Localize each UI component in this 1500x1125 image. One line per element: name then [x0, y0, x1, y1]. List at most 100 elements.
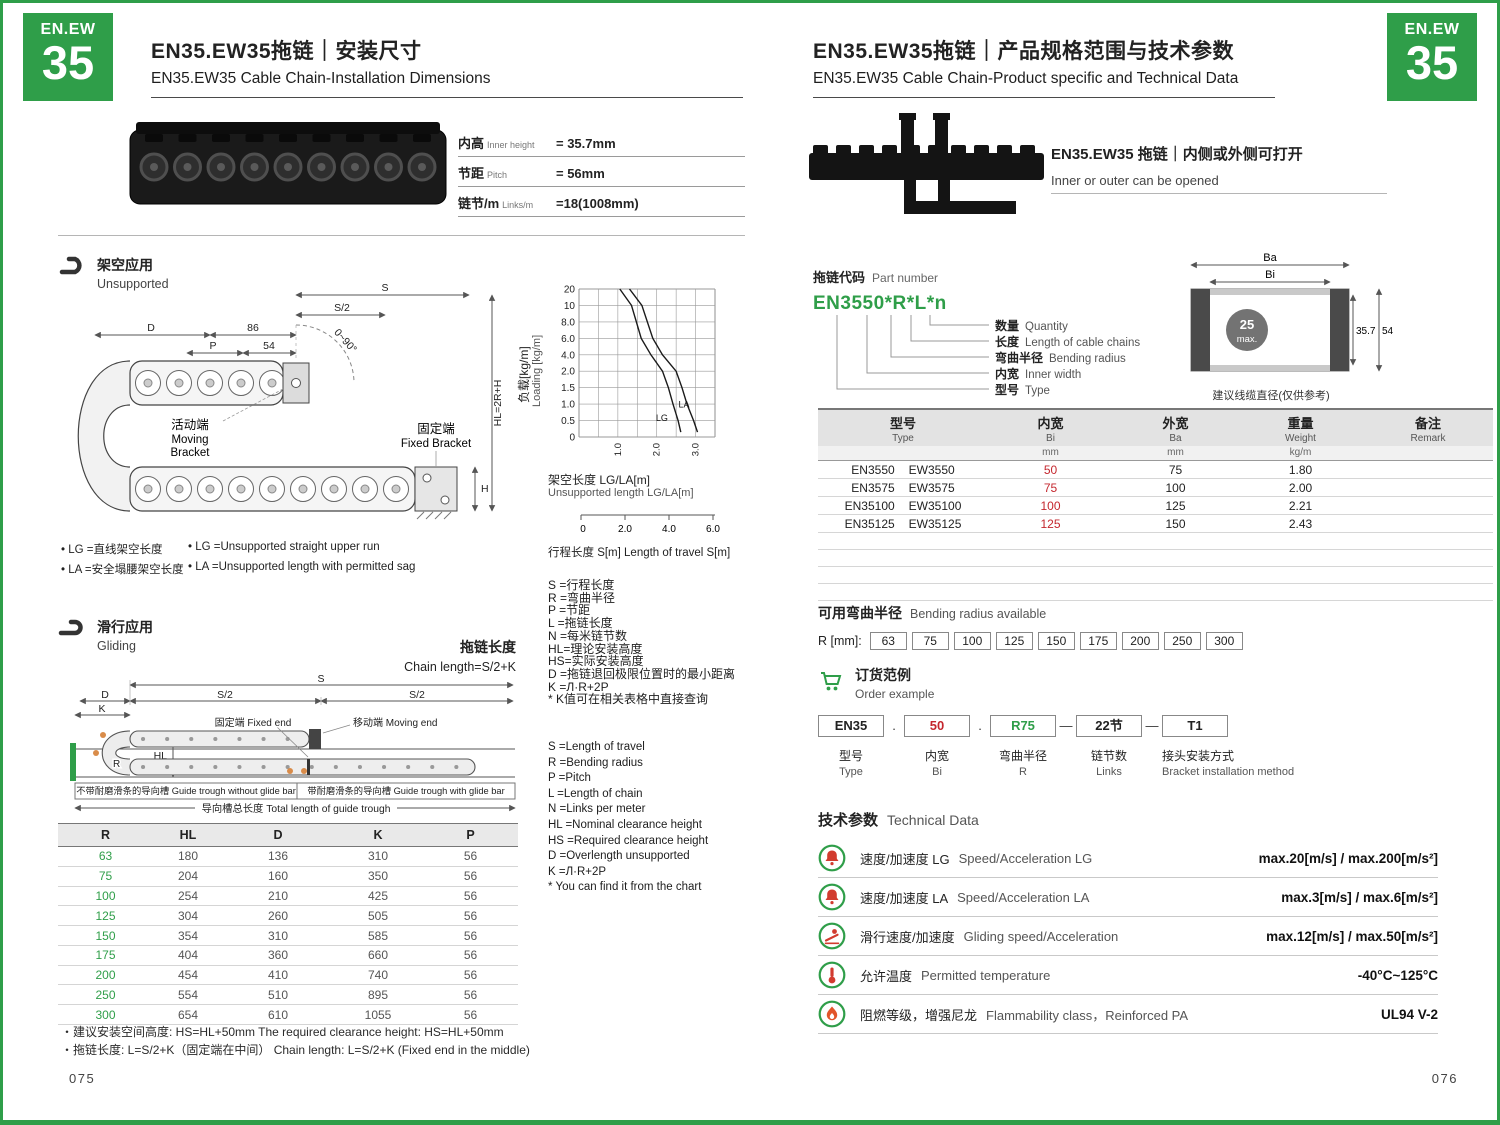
- unsupported-diagram: 0~90° S S/2 D 86 P 54 HL=2R+H H 活动端: [77, 281, 506, 520]
- tech-title-en: Technical Data: [887, 812, 979, 828]
- hdr-cn: 内宽: [1037, 416, 1064, 431]
- spec-row-empty: [818, 583, 1493, 601]
- order-box: T1: [1162, 715, 1228, 737]
- dim-d: D: [147, 322, 155, 334]
- spec-en: Inner height: [487, 140, 535, 150]
- badge-size-text: 35: [1405, 36, 1459, 89]
- spec-cn: 节距: [458, 166, 485, 181]
- divider: [58, 235, 745, 236]
- spec-en: Links/m: [502, 200, 534, 210]
- svg-text:10: 10: [564, 301, 576, 312]
- section-title-cn: 架空应用: [97, 257, 153, 273]
- section-text: 架空应用 Unsupported: [97, 255, 169, 291]
- radius-value-box: 100: [953, 632, 991, 650]
- note-line: ・建议安装空间高度: HS=HL+50mm The required clear…: [61, 1025, 504, 1039]
- badge-series-text: EN.EW: [40, 21, 96, 38]
- order-label-en: Type: [839, 766, 863, 778]
- bell-icon: [818, 844, 846, 872]
- bend-radius-en: Bending radius available: [910, 607, 1047, 621]
- definition-line: R =弯曲半径: [548, 590, 616, 605]
- hdr-en: Weight: [1285, 433, 1316, 444]
- travel-tick-0: 0: [580, 524, 586, 535]
- thermo-icon: [818, 961, 846, 989]
- section-title-en: Gliding: [97, 639, 136, 653]
- hdr-cn: 备注: [1414, 416, 1441, 431]
- moving-bracket-label-en1: Moving: [171, 434, 208, 446]
- trough-left-label: 不带耐磨滑条的导向槽 Guide trough without glide ba…: [76, 785, 296, 796]
- legend-la-cn: • LA =安全塌腰架空长度: [61, 564, 184, 576]
- definition-line: D =Overlength unsupported: [548, 850, 690, 863]
- order-separator: .: [892, 718, 896, 733]
- moving-end-label: 移动端 Moving end: [353, 716, 437, 729]
- hdr-cn: 外宽: [1162, 416, 1189, 431]
- hdr-en: Type: [892, 433, 914, 444]
- page-number-right: 076: [1431, 1071, 1458, 1086]
- chart-xlabel2: 行程长度 S[m] Length of travel S[m]: [548, 547, 731, 559]
- order-label-cn: 型号: [838, 749, 863, 763]
- spec-row-empty: [818, 549, 1493, 567]
- legend-lg-en: • LG =Unsupported straight upper run: [188, 541, 380, 553]
- order-box: 50: [904, 715, 970, 737]
- svg-text:1.5: 1.5: [561, 383, 575, 394]
- chart-ylabel-en: Loading [kg/m]: [531, 334, 543, 407]
- svg-text:LA: LA: [678, 399, 689, 409]
- tech-data-title: 技术参数 Technical Data: [818, 809, 1438, 830]
- chart-legend: • LG =直线架空长度 • LG =Unsupported straight …: [61, 541, 415, 577]
- definition-line: L =拖链长度: [548, 616, 613, 631]
- spec-value: = 56mm: [556, 166, 605, 181]
- radius-value-box: 125: [995, 632, 1033, 650]
- page-title-cn: EN35.EW35拖链｜产品规格范围与技术参数: [813, 40, 1235, 63]
- dim-s: S: [317, 675, 324, 685]
- radius-value-box: 75: [911, 632, 949, 650]
- radius-value-box: 250: [1163, 632, 1201, 650]
- travel-tick-1: 2.0: [618, 524, 632, 535]
- section-gliding: 滑行应用 Gliding: [58, 617, 153, 653]
- svg-text:2.0: 2.0: [561, 367, 575, 378]
- definition-line: N =每米链节数: [548, 628, 628, 643]
- dim-s: S: [381, 282, 388, 294]
- dim-k: K: [98, 703, 105, 715]
- col-header-p: P: [423, 823, 518, 847]
- radius-value-box: 150: [1037, 632, 1075, 650]
- definition-line: * You can find it from the chart: [548, 881, 702, 894]
- section-unsupported: 架空应用 Unsupported: [58, 255, 169, 291]
- order-label-en: Bracket installation method: [1162, 766, 1295, 778]
- fixed-end-label: 固定端 Fixed end: [215, 716, 292, 729]
- radius-value-box: 300: [1205, 632, 1243, 650]
- unit-cell: [1363, 446, 1493, 461]
- tech-title-cn: 技术参数: [818, 812, 879, 829]
- chain-length-cn: 拖链长度: [460, 639, 516, 655]
- dim-inner-height: 35.7: [1356, 326, 1376, 337]
- spec-cn: 内高: [458, 136, 485, 151]
- travel-scale: 0 2.0 4.0 6.0: [580, 514, 720, 535]
- flame-icon: [818, 1000, 846, 1028]
- dim-bi: Bi: [1265, 269, 1275, 281]
- svg-text:8.0: 8.0: [561, 317, 575, 328]
- divider: [1051, 193, 1387, 194]
- order-title-en: Order example: [855, 687, 935, 701]
